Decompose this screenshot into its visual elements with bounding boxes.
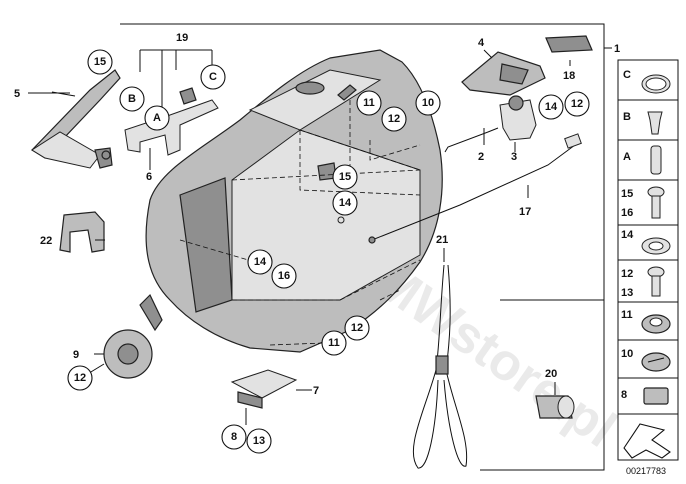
legend-panel: C B A 15 16 14 12 13 11 10 8 (617, 59, 679, 461)
part-labels: 1 2 3 4 5 6 7 9 17 18 19 20 21 22 (14, 32, 620, 397)
label-17: 17 (519, 206, 531, 218)
part-3-lock (499, 95, 537, 141)
legend-key-16: 16 (621, 207, 633, 219)
storage-compartment (139, 49, 443, 353)
svg-text:15: 15 (339, 171, 351, 183)
part-17-cable (368, 133, 582, 244)
callout-16: 16 (271, 263, 297, 289)
legend-key-C: C (623, 69, 631, 81)
callout-14-mid: 14 (332, 190, 358, 216)
svg-text:11: 11 (363, 97, 375, 109)
callout-C: C (200, 64, 226, 90)
part-21-strap (412, 248, 468, 469)
svg-text:8: 8 (231, 431, 237, 443)
part-9-grommet (103, 329, 153, 379)
label-19: 19 (176, 32, 188, 44)
svg-text:B: B (128, 93, 136, 105)
reference-number: 00217783 (626, 466, 666, 476)
label-20: 20 (545, 368, 557, 380)
arrow-icon (623, 423, 671, 459)
part-5-lid (31, 69, 121, 169)
callout-12-lock: 12 (564, 91, 590, 117)
svg-text:14: 14 (545, 101, 558, 113)
legend-key-15: 15 (621, 188, 633, 200)
label-3: 3 (511, 151, 517, 163)
callout-14-lock: 14 (538, 94, 564, 120)
callout-8: 8 (221, 424, 247, 450)
legend-key-B: B (623, 111, 631, 123)
svg-text:13: 13 (253, 435, 265, 447)
svg-text:16: 16 (278, 270, 290, 282)
svg-text:14: 14 (254, 256, 267, 268)
callout-13: 13 (246, 428, 272, 454)
label-22: 22 (40, 235, 52, 247)
svg-text:12: 12 (388, 113, 400, 125)
callout-11-top: 11 (356, 90, 382, 116)
legend-key-13: 13 (621, 287, 633, 299)
label-2: 2 (478, 151, 484, 163)
legend-key-12: 12 (621, 268, 633, 280)
part-7-hinge (230, 369, 312, 409)
callout-15-lid: 15 (87, 49, 113, 75)
label-1: 1 (614, 43, 620, 55)
label-5: 5 (14, 88, 20, 100)
part-2-rod (444, 127, 499, 153)
callout-19-lines (139, 49, 213, 108)
legend-key-A: A (623, 151, 631, 163)
label-9: 9 (73, 349, 79, 361)
label-6: 6 (146, 171, 152, 183)
legend-key-14: 14 (621, 229, 634, 241)
legend-key-11: 11 (621, 309, 633, 321)
svg-text:C: C (209, 71, 217, 83)
callout-12-grommet: 12 (67, 365, 93, 391)
label-18: 18 (563, 70, 575, 82)
callout-12-bottom: 12 (344, 315, 370, 341)
callout-14-left: 14 (247, 249, 273, 275)
svg-text:12: 12 (74, 372, 86, 384)
legend-key-10: 10 (621, 348, 633, 360)
callout-A: A (144, 105, 170, 131)
part-22-clip (59, 211, 105, 253)
callout-12-top: 12 (381, 106, 407, 132)
label-21: 21 (436, 234, 448, 246)
part-4-cover (461, 51, 546, 96)
part-18-pad (545, 35, 593, 53)
callout-15-mid: 15 (332, 164, 358, 190)
part-20-lock-cylinder (535, 382, 575, 419)
svg-text:11: 11 (328, 337, 340, 349)
legend-key-8: 8 (621, 389, 627, 401)
label-4: 4 (478, 37, 485, 49)
svg-text:12: 12 (571, 98, 583, 110)
callout-11-bottom: 11 (321, 330, 347, 356)
svg-text:15: 15 (94, 56, 106, 68)
label-7: 7 (313, 385, 319, 397)
svg-text:A: A (153, 112, 161, 124)
svg-text:12: 12 (351, 322, 363, 334)
svg-text:10: 10 (422, 97, 434, 109)
callout-B: B (119, 86, 145, 112)
svg-text:14: 14 (339, 197, 352, 209)
callout-10: 10 (415, 90, 441, 116)
part-1-frame (120, 23, 612, 471)
